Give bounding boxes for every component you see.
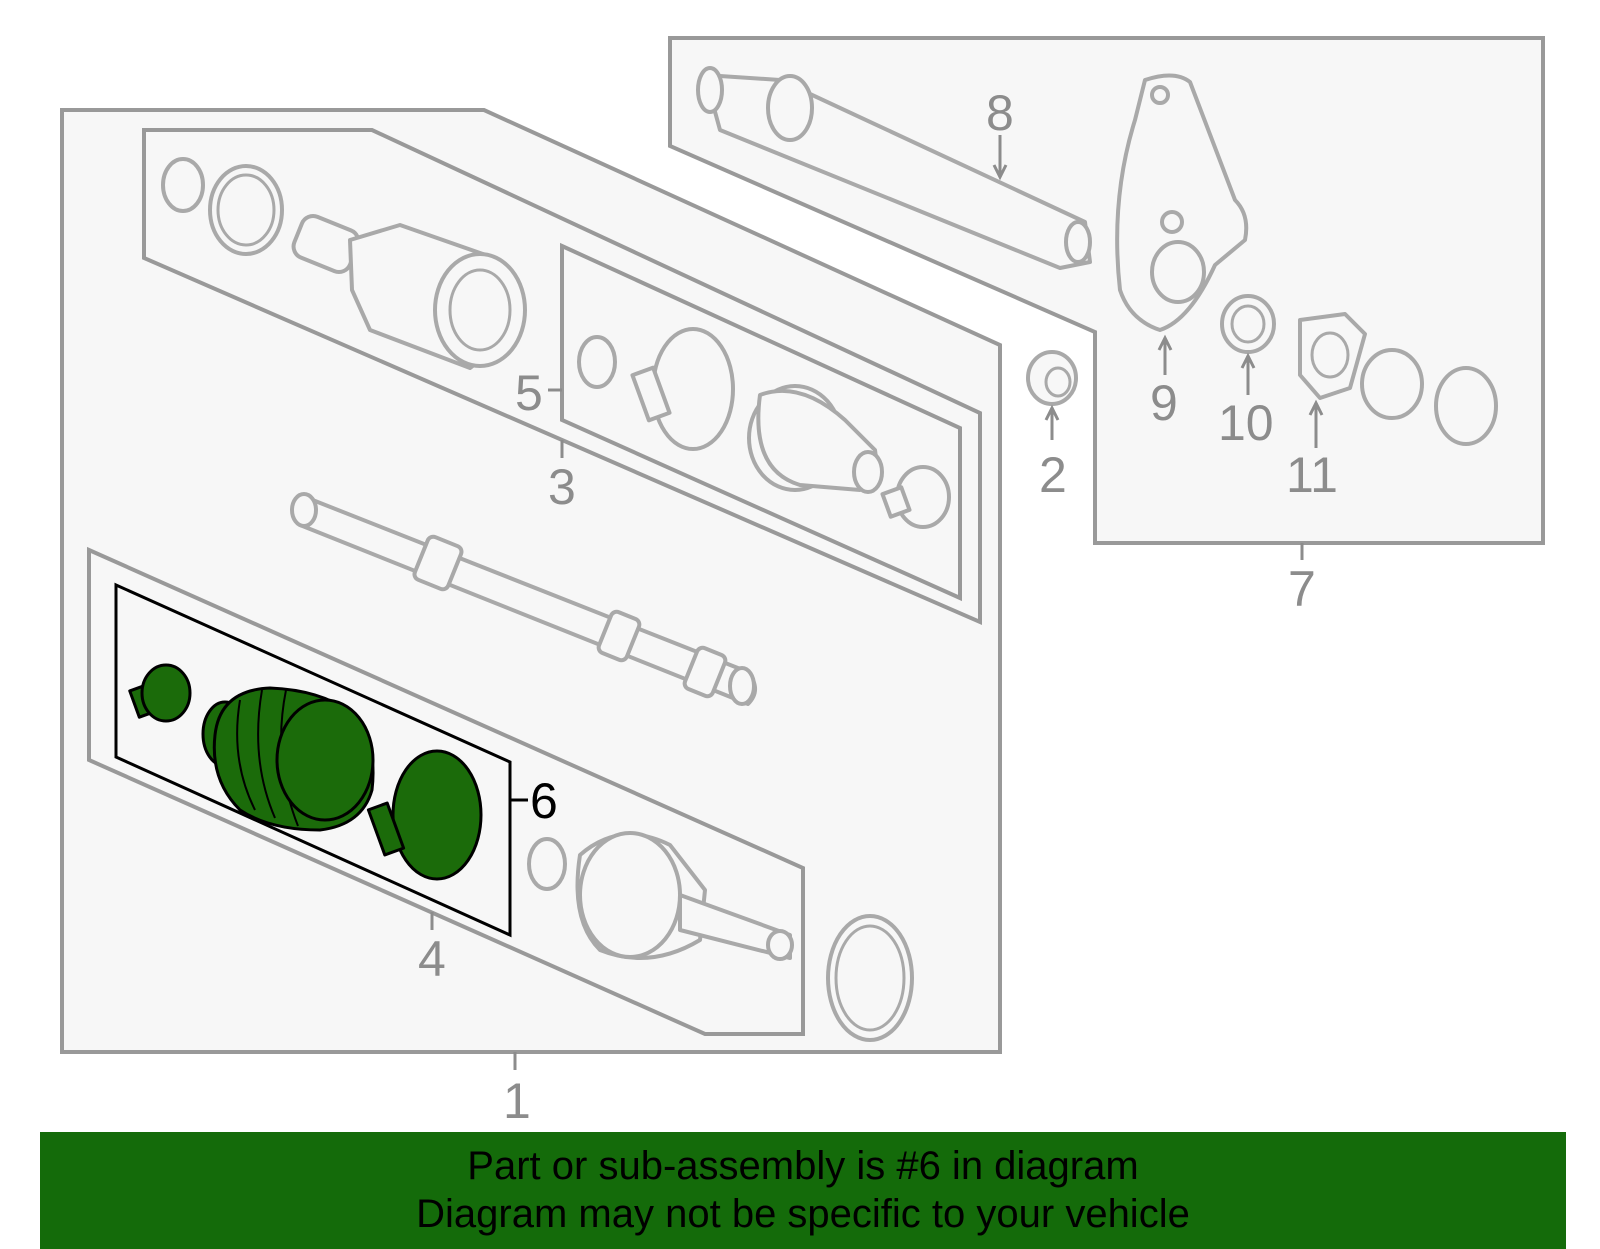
- inner-cv-joint-housing: [291, 213, 527, 370]
- hub-nut-2: [1026, 350, 1078, 406]
- inner-joint-seal-rings: [161, 157, 284, 256]
- callout-7: 7: [1288, 561, 1316, 617]
- seal-rings-panel-7: [1360, 348, 1498, 446]
- callout-1: 1: [503, 1073, 531, 1129]
- inner-boot-parts: [577, 327, 951, 529]
- banner-line-2: Diagram may not be specific to your vehi…: [416, 1192, 1190, 1236]
- outer-boot-kit-highlighted: [128, 663, 483, 881]
- outer-cv-joint: [527, 831, 914, 1042]
- axle-shaft-8: [696, 66, 1092, 270]
- info-banner: Part or sub-assembly is #6 in diagram Di…: [40, 1132, 1566, 1249]
- callout-9: 9: [1150, 375, 1178, 431]
- steering-knuckle-9: [1115, 73, 1249, 332]
- callout-3: 3: [548, 459, 576, 515]
- leader-lines: [430, 135, 1324, 1070]
- callout-11: 11: [1286, 447, 1338, 503]
- callout-4: 4: [418, 931, 446, 987]
- callout-6: 6: [530, 773, 558, 829]
- callout-5: 5: [515, 365, 543, 421]
- callout-8: 8: [986, 85, 1014, 141]
- banner-line-1: Part or sub-assembly is #6 in diagram: [467, 1144, 1139, 1188]
- seal-plate-11: [1298, 312, 1367, 400]
- intermediate-shaft: [290, 492, 757, 706]
- wheel-bearing-10: [1220, 294, 1276, 354]
- callout-10: 10: [1218, 395, 1274, 451]
- callout-2: 2: [1039, 447, 1067, 503]
